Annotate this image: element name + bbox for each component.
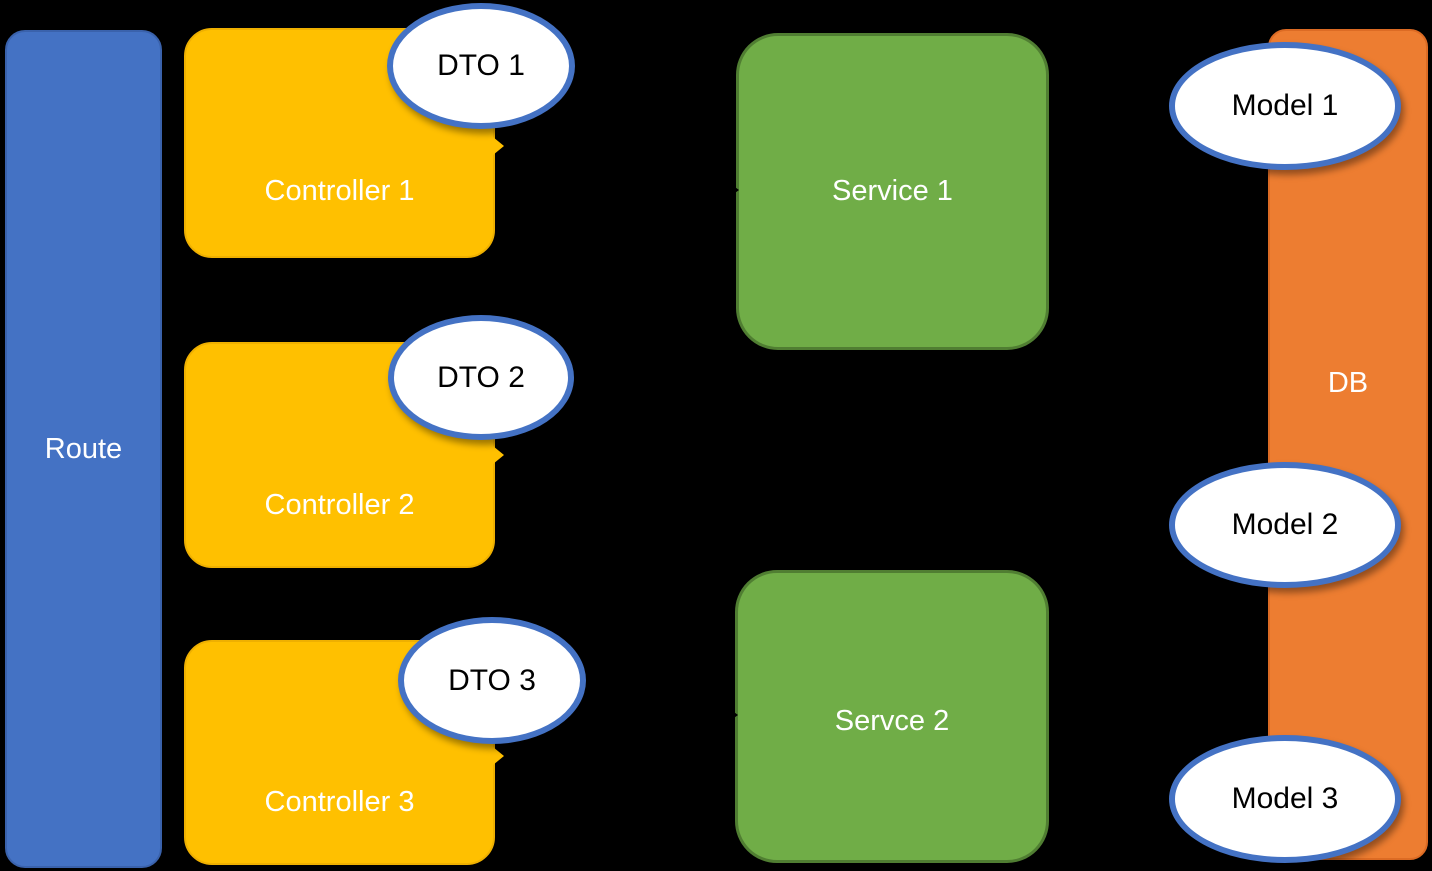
model-2-callout: Model 2	[1169, 462, 1401, 588]
controller-2-node: Controller 2	[184, 342, 495, 568]
connector-arrowhead	[728, 182, 739, 198]
dto-3-callout: DTO 3	[398, 617, 586, 744]
controller-3-label: Controller 3	[264, 786, 415, 818]
route-node: Route	[5, 30, 162, 868]
service-1-node: Service 1	[736, 33, 1049, 350]
dto-3-label: DTO 3	[448, 663, 536, 697]
model-1-label: Model 1	[1231, 89, 1339, 122]
connector-arrowhead	[727, 707, 738, 723]
service-2-node: Servce 2	[735, 570, 1049, 863]
route-label: Route	[44, 432, 123, 465]
model-3-label: Model 3	[1231, 782, 1339, 815]
model-1-callout: Model 1	[1169, 42, 1401, 170]
service-2-label: Servce 2	[834, 705, 950, 737]
callout-tail-stub	[493, 137, 504, 155]
model-3-callout: Model 3	[1169, 735, 1401, 863]
db-label: DB	[1327, 367, 1369, 399]
controller-1-label: Controller 1	[264, 175, 415, 207]
dto-1-callout: DTO 1	[387, 3, 575, 129]
model-2-label: Model 2	[1231, 508, 1339, 541]
connector-arrowhead	[1258, 707, 1269, 723]
connector-arrowhead	[1260, 180, 1271, 196]
dto-2-label: DTO 2	[437, 360, 525, 394]
dto-1-label: DTO 1	[437, 49, 525, 82]
service-1-label: Service 1	[832, 175, 953, 207]
controller-2-label: Controller 2	[264, 489, 415, 521]
callout-tail-stub	[493, 747, 504, 765]
callout-tail-stub	[493, 446, 504, 464]
dto-2-callout: DTO 2	[388, 315, 574, 440]
